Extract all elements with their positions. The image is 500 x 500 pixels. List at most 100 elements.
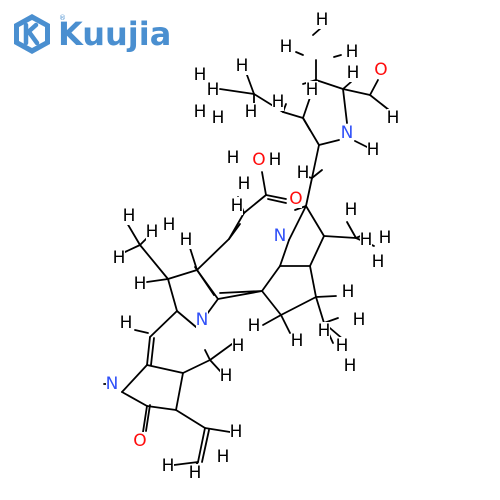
bond-line [262, 314, 282, 326]
atom-label-background [134, 275, 146, 293]
atom-label-h: H [342, 282, 355, 302]
bond-line [146, 405, 177, 411]
atom-label-background [238, 175, 250, 193]
atom-label-h: H [297, 163, 310, 183]
atom-label-background [345, 201, 357, 219]
atom-label-background [196, 311, 208, 329]
bond-line [145, 404, 151, 432]
bond-line [175, 409, 206, 429]
bond-line [209, 343, 233, 361]
bond-line [150, 337, 155, 366]
bond-line [206, 298, 219, 315]
atom-label-background [274, 227, 286, 245]
atom-label-n: N [274, 226, 287, 246]
atom-label-h: H [269, 150, 282, 170]
bond-line [201, 429, 210, 463]
atom-label-background [379, 229, 391, 247]
bond-line [295, 51, 304, 56]
bond-line [173, 461, 199, 466]
atom-label-h: H [360, 230, 373, 250]
atom-label-h: H [238, 174, 251, 194]
bond-line [342, 81, 352, 90]
atom-label-background [220, 367, 232, 385]
atom-label-background [180, 231, 192, 249]
atom-label-background [318, 322, 330, 340]
atom-label-h: H [180, 230, 193, 250]
atom-label-background [344, 357, 356, 375]
bond-line [354, 140, 368, 148]
atom-label-h: H [207, 80, 220, 100]
bond-lines [103, 27, 390, 471]
bond-line [126, 222, 141, 246]
atom-label-h: H [194, 65, 207, 85]
atom-label-h: H [123, 206, 136, 226]
atom-label-h: H [272, 92, 285, 112]
bond-line [204, 349, 211, 361]
bond-line [342, 88, 371, 96]
kuujia-hexagon-icon [14, 14, 50, 54]
atom-label-background [341, 124, 353, 142]
atom-label-h: H [379, 228, 392, 248]
atom-label-o: O [133, 431, 146, 451]
atom-label-h: H [372, 252, 385, 272]
atom-label-background [280, 38, 292, 56]
atom-label-h: H [217, 447, 230, 467]
atom-label-background [236, 57, 248, 75]
atom-label-background [134, 432, 146, 450]
atom-label-background [189, 464, 201, 482]
bond-line [315, 296, 325, 324]
atom-label-background [231, 197, 243, 215]
bond-line [139, 237, 148, 246]
bond-line [346, 221, 357, 239]
atom-label-o: O [289, 189, 302, 209]
atom-label-h: H [367, 140, 380, 160]
bond-line [146, 278, 169, 283]
bond-line [280, 296, 317, 316]
atom-label-background [387, 109, 399, 127]
atom-label-background [162, 457, 174, 475]
bond-line [309, 235, 325, 267]
atom-label-h: H [113, 248, 126, 268]
bond-line [121, 391, 148, 407]
atom-label-background [212, 109, 224, 127]
atom-label-background [230, 423, 242, 441]
bond-line [121, 364, 148, 393]
bond-line [261, 171, 267, 196]
atom-label-background [123, 207, 135, 225]
atom-label-h: H [248, 316, 261, 336]
bond-line [369, 94, 390, 111]
bond-line [315, 79, 344, 90]
atom-label-background [342, 283, 354, 301]
atom-label-background [245, 103, 257, 121]
atom-label-h: H [353, 310, 366, 330]
atom-label-h: H [120, 313, 133, 333]
atom-label-background [163, 216, 175, 234]
atom-label-background [347, 64, 359, 82]
bond-line [312, 27, 322, 36]
bond-line [182, 359, 211, 374]
bond-line [204, 427, 231, 433]
atom-label-h: H [336, 336, 349, 356]
bond-line [305, 205, 325, 237]
atom-label-h: H [189, 463, 202, 483]
atom-label-background [316, 11, 328, 29]
atom-label-background [232, 337, 244, 355]
bond-line [302, 117, 311, 131]
brand-logo: ® Kuujia [10, 12, 171, 56]
atom-label-h: H [318, 321, 331, 341]
bond-line [196, 238, 230, 271]
atom-label-n: N [106, 374, 119, 394]
atom-label-h: H [227, 148, 240, 168]
bond-line [279, 239, 290, 267]
atom-label-h: H [306, 80, 319, 100]
bond-line [323, 235, 357, 239]
atom-label-h: H [346, 42, 359, 62]
bond-line [175, 372, 184, 411]
atom-label-h: H [212, 108, 225, 128]
atom-label-h: H [163, 215, 176, 235]
atom-label-h: H [162, 456, 175, 476]
bond-line [197, 427, 206, 463]
atom-label-background [290, 190, 302, 208]
atom-label-background [360, 231, 372, 249]
atom-label-background [217, 448, 229, 466]
